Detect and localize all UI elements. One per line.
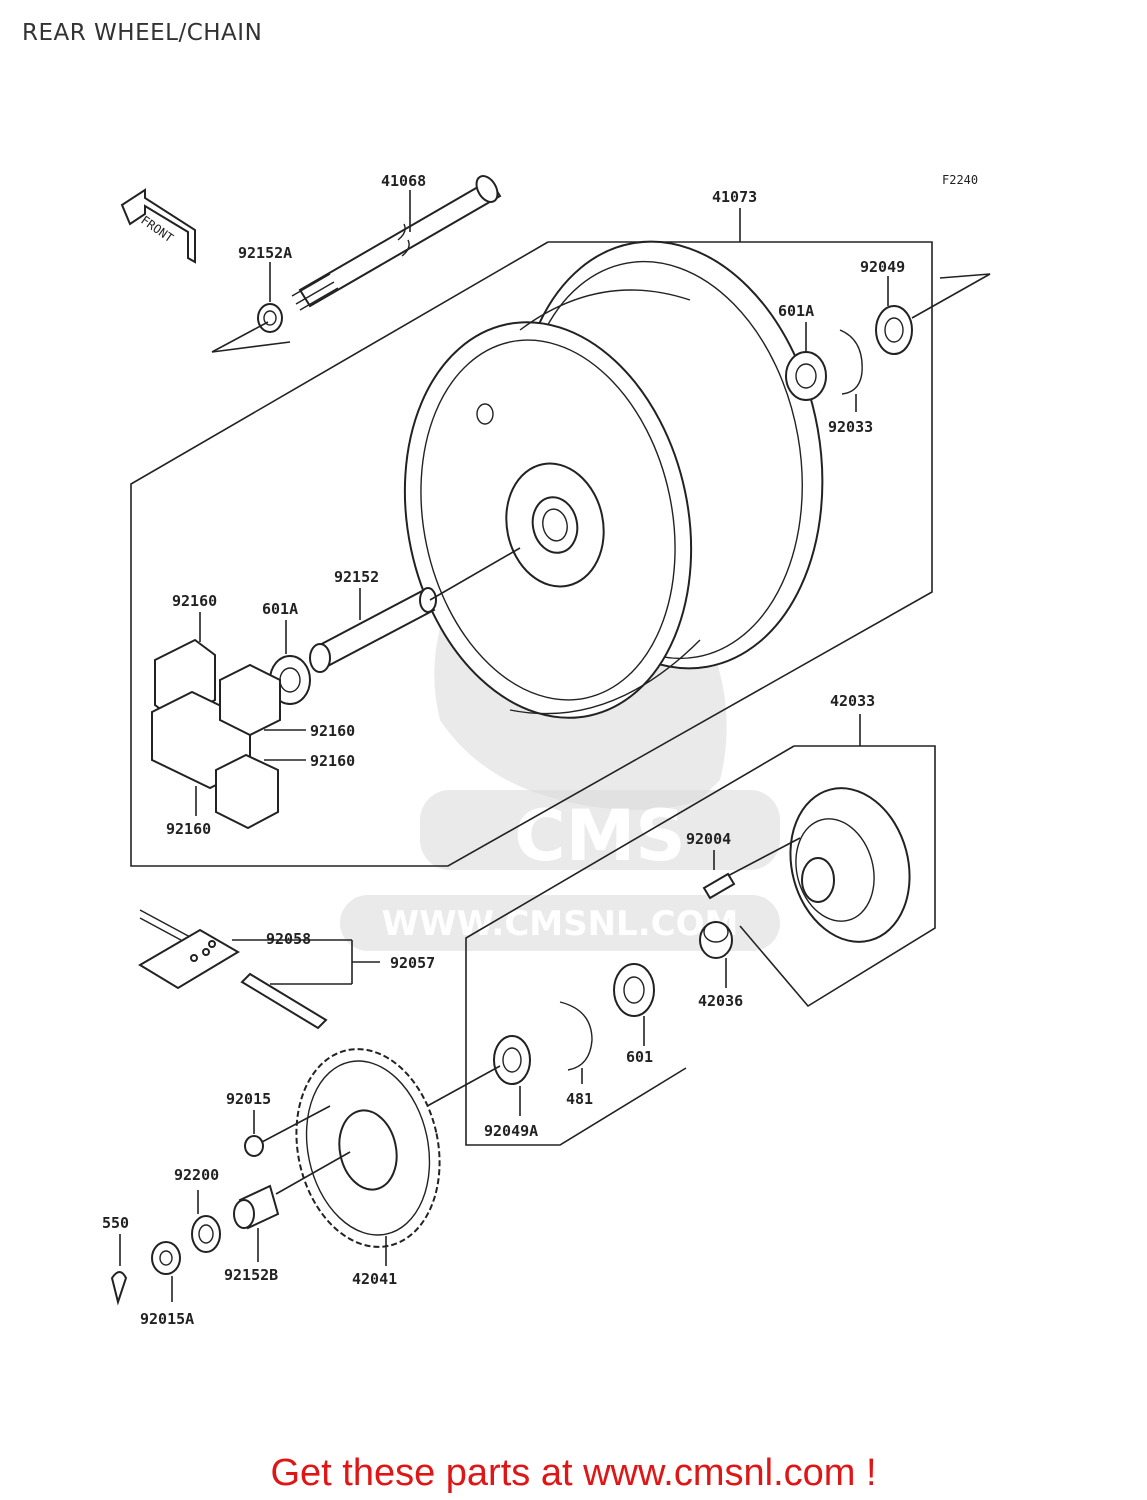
label-481: 481 (566, 1090, 593, 1108)
hub-assembly-box (465, 714, 936, 1146)
sprocket-42041 (295, 1048, 441, 1266)
label-92152b: 92152B (224, 1266, 278, 1284)
label-550: 550 (102, 1214, 129, 1232)
label-601a-top: 601A (778, 302, 814, 320)
label-92160-bottom: 92160 (166, 820, 211, 838)
label-601: 601 (626, 1048, 653, 1066)
label-92033: 92033 (828, 418, 873, 436)
collar-42036 (699, 921, 733, 988)
label-92160-top: 92160 (172, 592, 217, 610)
circlip-481 (559, 1001, 593, 1084)
label-92152a: 92152A (238, 244, 292, 262)
spacer-92152 (309, 547, 521, 673)
label-92160-mid: 92160 (310, 722, 355, 740)
label-41073: 41073 (712, 188, 757, 206)
damper-rubbers-92160 (151, 612, 306, 830)
chain-92057 (138, 909, 380, 1030)
label-92160-low: 92160 (310, 752, 355, 770)
stud-92004 (702, 850, 736, 900)
cta-link[interactable]: Get these parts at www.cmsnl.com ! (270, 1452, 877, 1494)
label-92058: 92058 (266, 930, 311, 948)
bearing-601a-top (785, 322, 827, 401)
label-92200: 92200 (174, 1166, 219, 1184)
watermark-brand: CMS (514, 795, 685, 877)
label-92015a: 92015A (140, 1310, 194, 1328)
cotter-pin-550 (110, 1234, 128, 1306)
parts-diagram: CMS WWW.CMSNL.COM FRONT F2240 (102, 172, 991, 1328)
wheel-41073 (403, 240, 824, 719)
seal-92049a (419, 1035, 531, 1116)
wheel-assembly-box (130, 208, 933, 867)
axle-41068 (291, 175, 502, 311)
nut-92152a (211, 262, 291, 353)
page-title: REAR WHEEL/CHAIN (22, 20, 263, 46)
washer-92200 (191, 1190, 221, 1253)
hub-42033 (719, 787, 911, 943)
label-92049: 92049 (860, 258, 905, 276)
seal-92049 (875, 273, 991, 355)
front-arrow-icon: FRONT (120, 188, 196, 264)
label-42041: 42041 (352, 1270, 397, 1288)
label-92152: 92152 (334, 568, 379, 586)
label-42033: 42033 (830, 692, 875, 710)
figure-code: F2240 (942, 173, 978, 187)
label-92049a: 92049A (484, 1122, 538, 1140)
circlip-92033 (839, 329, 863, 412)
label-601a-left: 601A (262, 600, 298, 618)
label-41068: 41068 (381, 172, 426, 190)
nut-92015 (244, 1105, 331, 1157)
label-42036: 42036 (698, 992, 743, 1010)
bearing-601 (613, 963, 655, 1046)
label-92057: 92057 (390, 954, 435, 972)
label-92004: 92004 (686, 830, 731, 848)
label-92015: 92015 (226, 1090, 271, 1108)
watermark-url: WWW.CMSNL.COM (382, 904, 739, 944)
collar-92152b (233, 1151, 351, 1262)
nut-92015a (151, 1241, 181, 1302)
